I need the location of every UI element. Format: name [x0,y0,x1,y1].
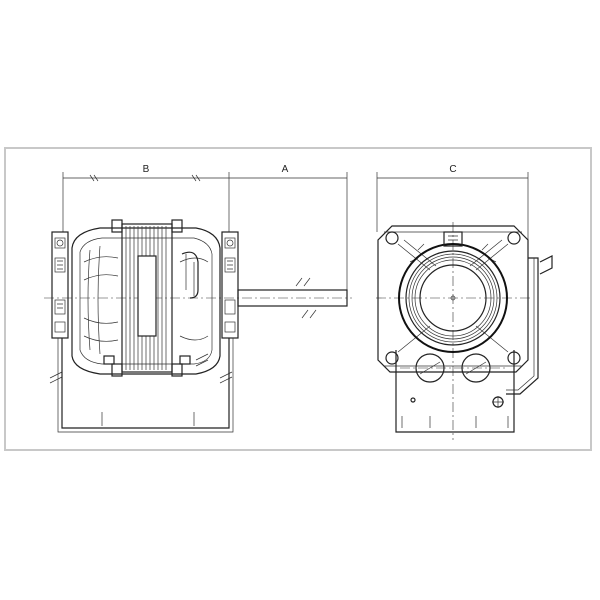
lead-wire [181,251,199,299]
dimension-c: C [376,164,529,255]
motor-shaft [237,277,348,319]
bolt-hole-top-right [507,231,521,245]
right-mounting-bracket [219,231,239,384]
bolt-hole-bottom-left [385,351,399,365]
dimension-c-label: C [449,164,456,175]
left-mounting-bracket [49,231,69,384]
dimension-b: B [62,164,230,232]
terminal-plate [395,350,515,433]
dimension-b-label: B [143,164,150,175]
wire-stand [61,338,230,429]
terminal-hole-right [461,353,491,383]
bearing-bore [419,264,487,332]
stator-core [121,223,173,373]
end-shield [377,225,529,373]
terminal-hole-left [415,353,445,383]
stator-window [137,255,157,337]
motor-housing [71,227,221,375]
motor-side-view [44,219,352,433]
bolt-hole-top-left [385,231,399,245]
bearing-housing-outer [398,243,508,353]
dimension-a: A [229,164,348,300]
side-bracket [506,257,539,395]
ground-point [410,397,416,403]
dimension-a-label: A [282,164,289,175]
motor-front-view [376,222,553,440]
